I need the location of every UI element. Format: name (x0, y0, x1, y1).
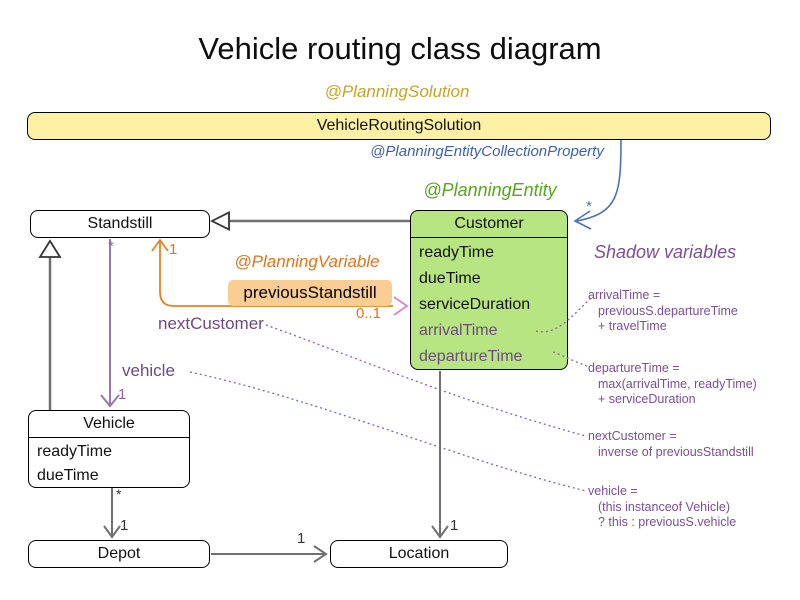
multiplicity-customer-location-one: 1 (450, 517, 459, 534)
arrowhead-right-icon (393, 296, 409, 316)
arrowhead-down-icon (100, 394, 120, 408)
class-name: Vehicle (29, 411, 189, 438)
class-name: Location (388, 545, 450, 562)
class-box-location: Location (330, 540, 508, 568)
note-line: vehicle = (588, 484, 638, 498)
note-line: ? this : previousS.vehicle (598, 515, 737, 529)
customer-field-departuretime: departureTime (419, 348, 523, 365)
generalization-triangle-icon (38, 239, 62, 258)
arrowhead-right-icon (313, 545, 328, 563)
planning-solution-annotation: @PlanningSolution (324, 82, 470, 101)
page-title: Vehicle routing class diagram (198, 31, 602, 66)
class-box-vehicleroutingsolution: VehicleRoutingSolution (27, 112, 771, 140)
previous-standstill-label: previousStandstill (228, 280, 392, 306)
vehicle-reference-label: vehicle (122, 361, 175, 380)
class-name: Standstill (87, 215, 153, 232)
shadow-note-nextcustomer: nextCustomer = inverse of previousStands… (588, 429, 754, 460)
note-line: max(arrivalTime, readyTime) (598, 376, 757, 391)
class-box-standstill: Standstill (30, 210, 210, 238)
planning-entity-collection-property-annotation: @PlanningEntityCollectionProperty (370, 143, 604, 160)
class-box-customer: Customer readyTime dueTime serviceDurati… (410, 210, 568, 370)
multiplicity-depot-one: 1 (120, 517, 129, 534)
multiplicity-standstill-many: * (108, 238, 114, 255)
note-line: + travelTime (598, 319, 667, 333)
multiplicity-vehicle-one: 1 (118, 386, 127, 403)
class-name: VehicleRoutingSolution (316, 117, 482, 134)
note-line: arrivalTime = (588, 288, 661, 302)
shadow-note-vehicle: vehicle = (this instanceof Vehicle) ? th… (588, 484, 736, 531)
shadow-note-arrivaltime: arrivalTime = previousS.departureTime + … (588, 288, 738, 335)
next-customer-label: nextCustomer (158, 314, 264, 333)
class-box-vehicle: Vehicle readyTime dueTime (28, 410, 190, 488)
note-line: + serviceDuration (598, 392, 696, 406)
arrowhead-up-icon (151, 238, 169, 252)
leader-vehicle-line (189, 371, 587, 492)
multiplicity-depot-location-one: 1 (297, 530, 306, 547)
planning-entity-annotation: @PlanningEntity (423, 180, 557, 200)
arrowhead-down-icon (103, 525, 121, 539)
vehicle-field-duetime: dueTime (37, 467, 99, 484)
shadow-variables-heading: Shadow variables (594, 242, 737, 262)
generalization-triangle-icon (209, 211, 230, 231)
note-line: previousS.departureTime (598, 303, 738, 318)
customer-field-serviceduration: serviceDuration (419, 296, 531, 313)
vehicle-field-readytime: readyTime (37, 443, 112, 460)
multiplicity-vehicle-depot-many: * (116, 486, 122, 502)
class-name: Customer (411, 211, 567, 238)
note-line: (this instanceof Vehicle) (598, 499, 731, 514)
multiplicity-previous-standstill-range: 0..1 (356, 305, 382, 322)
note-line: inverse of previousStandstill (598, 444, 754, 459)
multiplicity-previous-standstill-one: 1 (169, 241, 178, 258)
arrowhead-down-icon (431, 525, 449, 539)
multiplicity-solution-customer: * (586, 198, 592, 215)
customer-field-arrivaltime: arrivalTime (419, 322, 498, 339)
class-box-depot: Depot (28, 540, 210, 568)
note-line: nextCustomer = (588, 429, 677, 443)
planning-variable-annotation: @PlanningVariable (234, 252, 380, 271)
shadow-note-departuretime: departureTime = max(arrivalTime, readyTi… (588, 361, 757, 408)
class-name: Depot (97, 545, 141, 562)
customer-field-duetime: dueTime (419, 270, 481, 287)
customer-field-readytime: readyTime (419, 244, 494, 261)
note-line: departureTime = (588, 361, 680, 375)
